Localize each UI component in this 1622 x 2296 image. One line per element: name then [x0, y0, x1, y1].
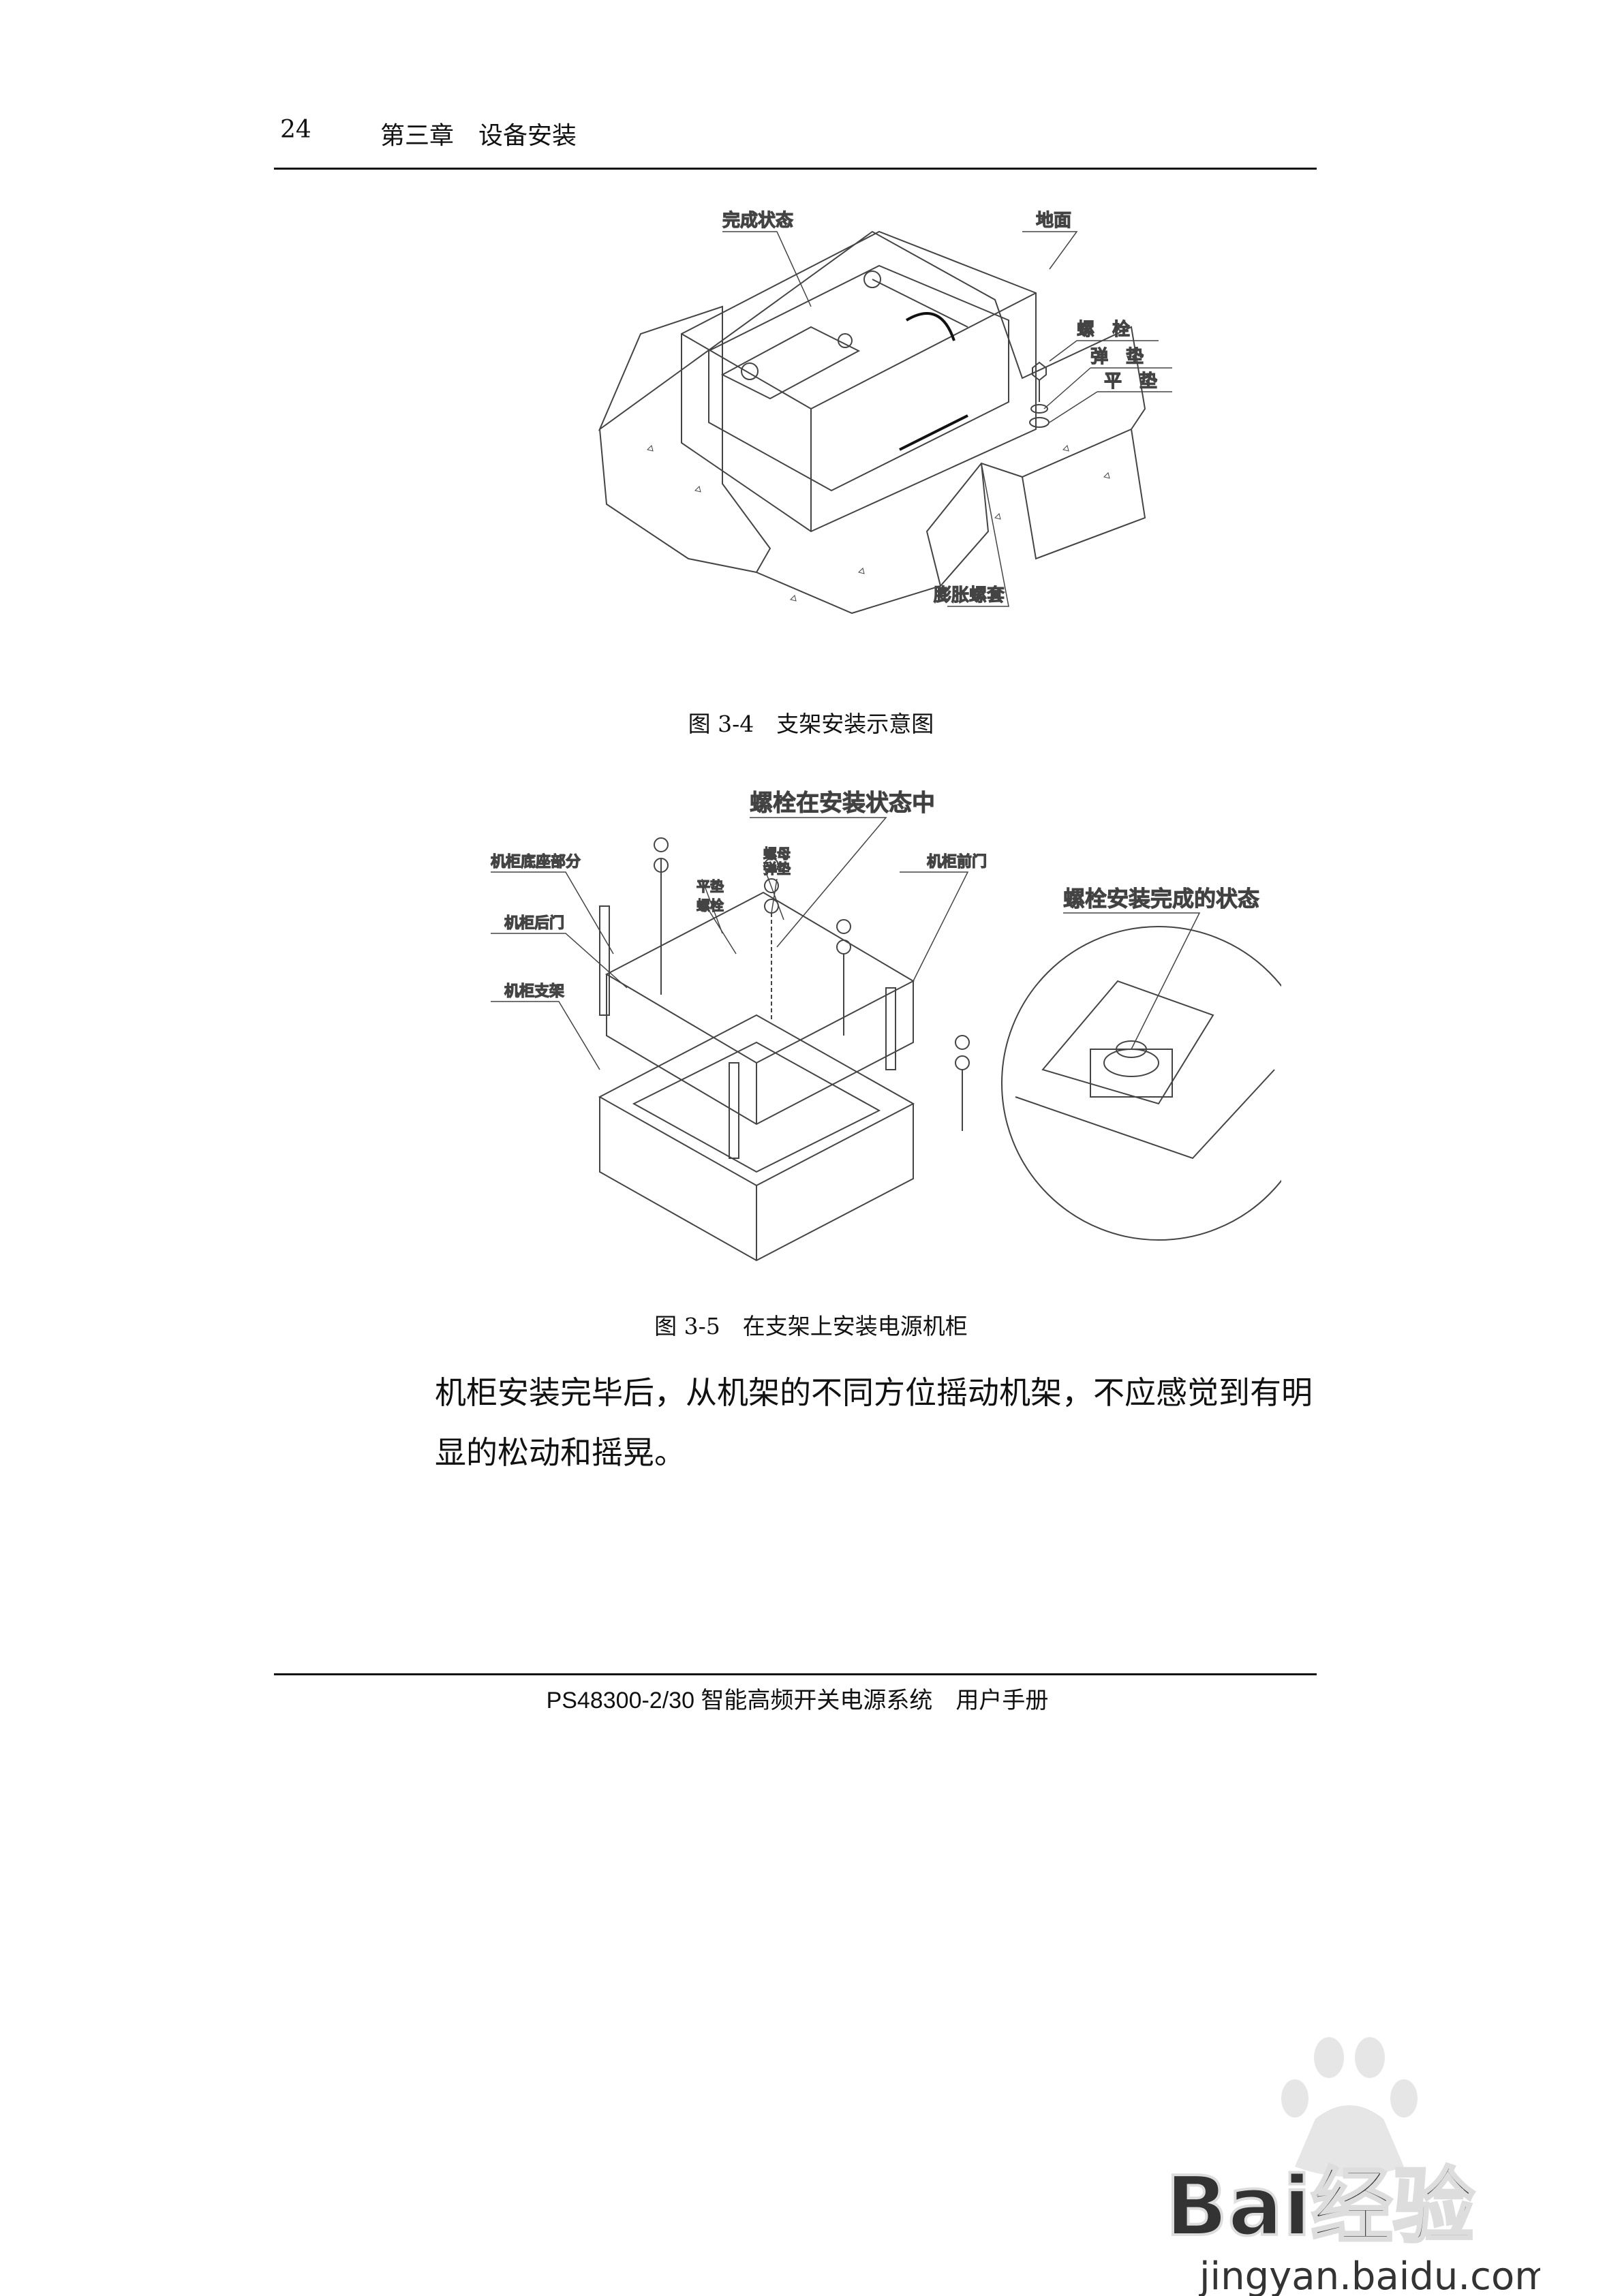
label-expansion-sleeve: 膨胀螺套 — [934, 585, 1005, 606]
label-base: 机柜底座部分 — [491, 854, 581, 871]
figure-3-4-caption: 图 3-4 支架安装示意图 — [688, 711, 934, 737]
label-ground: 地面 — [1036, 211, 1071, 231]
label-bolt: 螺 栓 — [1077, 320, 1130, 340]
footer-text: PS48300-2/30 智能高频开关电源系统 用户手册 — [546, 1688, 1049, 1713]
label-rear-door: 机柜后门 — [504, 915, 564, 932]
page-number: 24 — [280, 116, 311, 144]
header-rule — [274, 168, 1317, 170]
figure-bracket-installation: 完成状态 地面 螺 栓 弹 垫 平 垫 膨胀螺套 — [598, 210, 1172, 615]
label-bracket: 机柜支架 — [504, 983, 564, 1000]
label-bolt-installing: 螺栓在安装状态中 — [750, 790, 935, 817]
label-bolt-2: 螺栓 — [697, 897, 724, 914]
svg-text:Bai经验: Bai经验 — [1165, 2160, 1475, 2254]
label-front-door: 机柜前门 — [927, 854, 987, 871]
label-flat-washer: 平 垫 — [1104, 371, 1157, 392]
body-paragraph: 机柜安装完毕后，从机架的不同方位摇动机架，不应感觉到有明显的松动和摇晃。 — [435, 1374, 1313, 1471]
label-flat-washer-2: 平垫 — [697, 878, 724, 895]
label-bolt-done: 螺栓安装完成的状态 — [1063, 886, 1259, 912]
label-spring-washer: 弹 垫 — [1090, 347, 1144, 367]
figure-cabinet-installation: 螺栓在安装状态中 螺母 弹垫 平垫 螺栓 机柜底座部分 机柜后门 机柜支架 机柜… — [490, 789, 1281, 1262]
baidu-watermark-logo: Bai经验 jingyan.baidu.com — [1164, 2037, 1540, 2296]
figure-3-5-caption: 图 3-5 在支架上安装电源机柜 — [654, 1313, 968, 1339]
label-nut: 螺母 — [763, 846, 791, 862]
svg-text:jingyan.baidu.com: jingyan.baidu.com — [1198, 2254, 1540, 2296]
chapter-title: 第三章 设备安装 — [380, 122, 577, 150]
label-done: 完成状态 — [722, 211, 793, 231]
label-spring-washer-2: 弹垫 — [763, 860, 791, 877]
footer-rule — [274, 1673, 1317, 1675]
